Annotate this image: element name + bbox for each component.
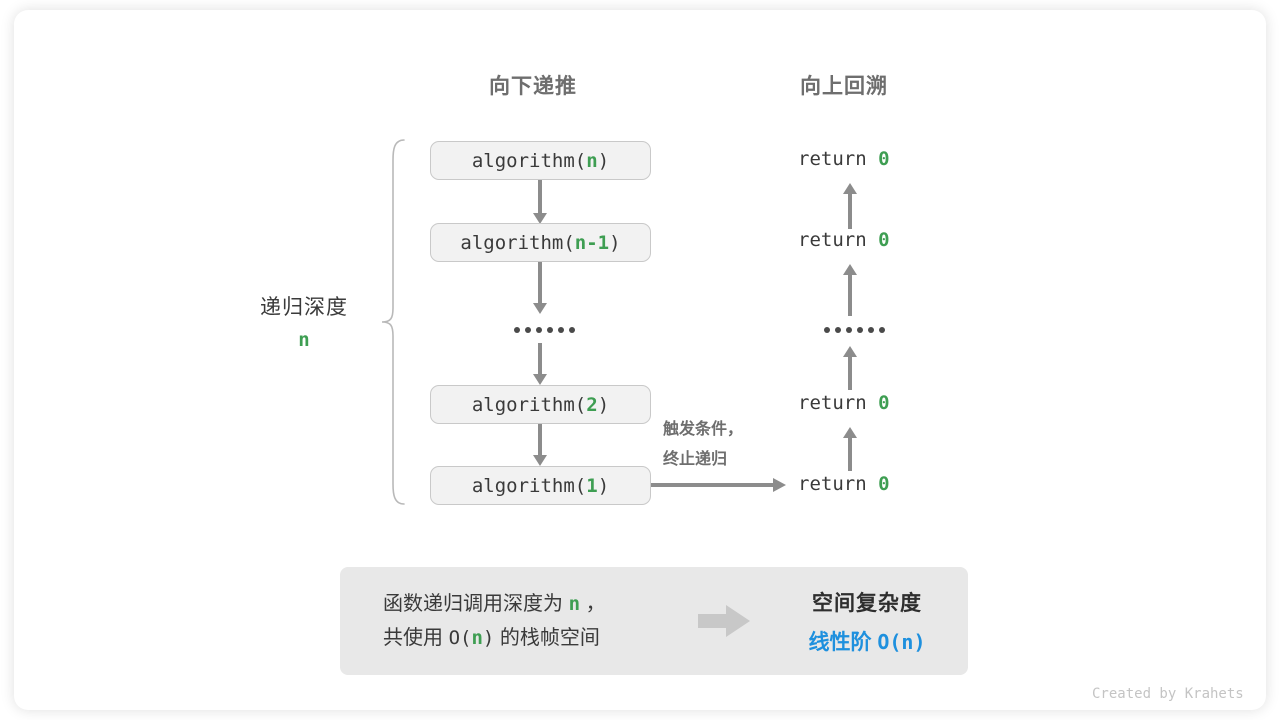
call-box-1-name: algorithm(: [471, 474, 587, 497]
call-box-n-minus-1: algorithm(n-1): [430, 223, 651, 262]
summary-description: 函数递归调用深度为 n ， 共使用 O(n) 的栈帧空间: [383, 587, 606, 655]
summary-line1-prefix: 函数递归调用深度为: [383, 593, 569, 615]
column-header-upward-backtrack: 向上回溯: [800, 75, 888, 98]
return-keyword-3: return: [798, 392, 867, 414]
arrow-down-3: [533, 343, 547, 385]
call-box-2-arg: 2: [586, 393, 598, 416]
summary-line1-var: n: [568, 593, 581, 615]
summary-line2-prefix: 共使用: [383, 627, 449, 649]
return-line-2: return 0: [798, 229, 890, 251]
return-keyword-2: return: [798, 229, 867, 251]
complexity-value-notation: O(n): [877, 630, 926, 654]
call-box-n: algorithm(n): [430, 141, 651, 180]
return-keyword-1: return: [798, 148, 867, 170]
complexity-value-zh: 线性阶: [808, 631, 878, 654]
column-header-downward-recursion: 向下递推: [489, 75, 577, 98]
trigger-condition-line-2: 终止递归: [663, 451, 728, 468]
summary-line1-suffix: ，: [580, 593, 606, 615]
diagram-card: 向下递推 向上回溯 递归深度 n algorithm(n) algorithm(…: [14, 10, 1266, 710]
trigger-condition-line-1: 触发条件，: [663, 421, 744, 438]
complexity-result: 空间复杂度 线性阶 O(n): [777, 587, 957, 656]
arrow-up-4: [843, 427, 857, 471]
trigger-condition-label: 触发条件， 终止递归: [663, 415, 743, 475]
summary-description-line-1: 函数递归调用深度为 n ，: [383, 587, 606, 621]
return-keyword-4: return: [798, 473, 867, 495]
call-box-1-arg: 1: [586, 474, 598, 497]
complexity-title: 空间复杂度: [812, 592, 922, 615]
arrow-right-base-case: [651, 478, 786, 492]
summary-description-line-2: 共使用 O(n) 的栈帧空间: [383, 621, 606, 655]
call-box-n-arg: n: [586, 149, 598, 172]
return-line-4: return 0: [798, 473, 890, 495]
call-box-n-minus-1-arg: n-1: [574, 231, 610, 254]
call-box-n-name: algorithm(: [471, 149, 587, 172]
arrow-down-4: [533, 424, 547, 466]
return-line-3: return 0: [798, 392, 890, 414]
arrow-up-1: [843, 183, 857, 229]
summary-box: 函数递归调用深度为 n ， 共使用 O(n) 的栈帧空间 空间复杂度 线性阶 O…: [340, 567, 968, 675]
complexity-value: 线性阶 O(n): [777, 626, 957, 656]
call-box-2: algorithm(2): [430, 385, 651, 424]
arrow-down-2: [533, 262, 547, 314]
credit-text: Created by Krahets: [1092, 686, 1244, 702]
return-value-2: 0: [878, 229, 890, 251]
summary-line2-big-o: O(: [448, 627, 472, 649]
ellipsis-left-column: [514, 327, 575, 333]
recursion-depth-text: 递归深度: [260, 296, 348, 319]
call-box-1-close: ): [597, 474, 610, 497]
ellipsis-right-column: [824, 327, 885, 333]
call-box-1: algorithm(1): [430, 466, 651, 505]
arrow-up-3: [843, 346, 857, 390]
recursion-depth-value: n: [298, 329, 310, 351]
right-arrow-icon: [698, 605, 750, 637]
summary-line2-o-close: ): [482, 627, 495, 649]
return-value-3: 0: [878, 392, 890, 414]
recursion-depth-label: 递归深度 n: [252, 291, 356, 351]
call-box-2-name: algorithm(: [471, 393, 587, 416]
call-box-2-close: ): [597, 393, 610, 416]
return-value-1: 0: [878, 148, 890, 170]
call-box-n-minus-1-name: algorithm(: [460, 231, 575, 254]
curly-brace-icon: [381, 139, 405, 505]
summary-line2-var: n: [471, 627, 483, 649]
call-box-n-minus-1-close: ): [609, 231, 621, 254]
call-box-n-close: ): [597, 149, 610, 172]
summary-line2-suffix: 的栈帧空间: [494, 627, 600, 649]
return-value-4: 0: [878, 473, 890, 495]
return-line-1: return 0: [798, 148, 890, 170]
arrow-up-2: [843, 264, 857, 316]
arrow-down-1: [533, 180, 547, 224]
